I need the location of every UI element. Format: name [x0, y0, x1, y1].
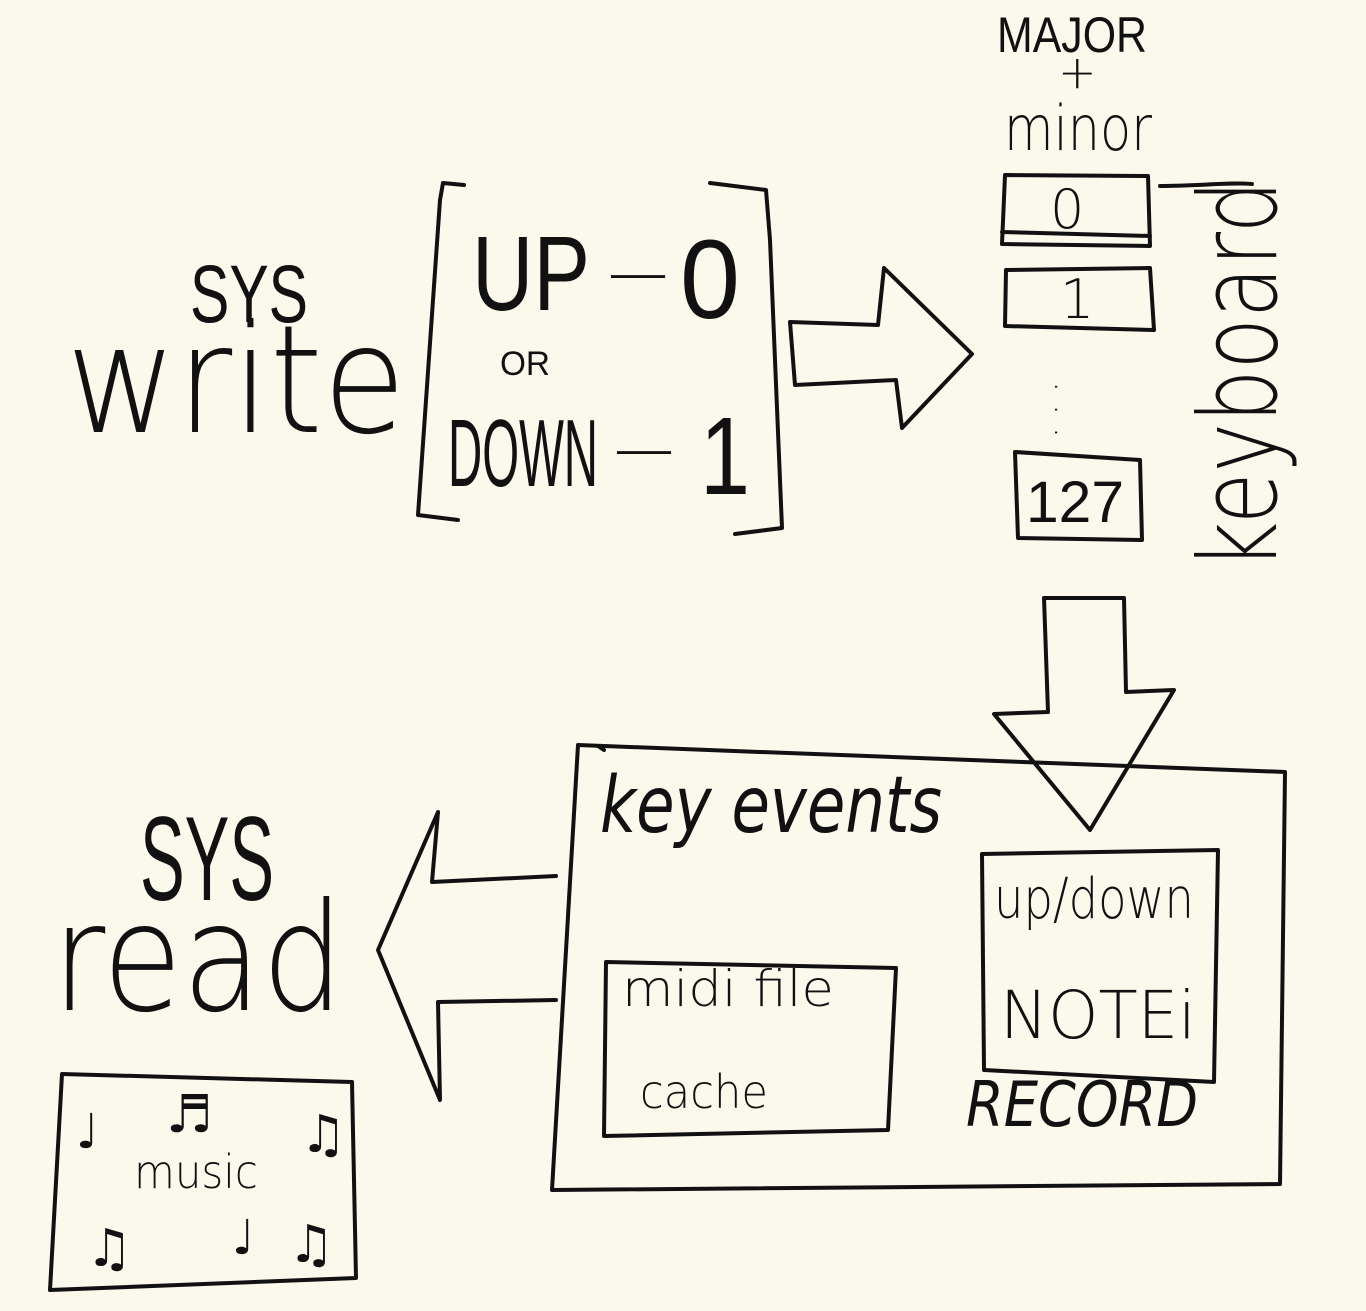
major-label: MAJOR	[997, 7, 1147, 63]
up-label: UP	[472, 215, 590, 333]
record-line2: NOTEi	[1000, 977, 1196, 1054]
up-value: 0	[680, 217, 740, 342]
key-0-label: 0	[1050, 178, 1084, 241]
record-line1: up/down	[994, 867, 1194, 932]
music-note-icon-3: ♫	[300, 1105, 347, 1165]
music-note-icon-6: ♫	[288, 1215, 335, 1275]
music-label: music	[134, 1145, 258, 1199]
plus-label: +	[1058, 45, 1097, 99]
read-section: SYS read music ♩ ♬ ♫ ♫ ♩ ♫	[48, 792, 558, 1292]
key-127-label: 127	[1026, 470, 1124, 535]
events-box-frame	[550, 743, 1287, 1192]
down-label: DOWN	[448, 400, 598, 507]
cache-line2: cache	[640, 1065, 768, 1119]
right-bracket	[708, 181, 784, 536]
down-value: 1	[700, 395, 750, 518]
key-box-127	[1013, 450, 1144, 542]
cache-box	[602, 960, 898, 1138]
or-label: OR	[500, 345, 550, 383]
events-title: key events	[600, 761, 942, 851]
record-label: RECORD	[966, 1068, 1198, 1141]
down-dash: —	[614, 407, 674, 489]
write-label: write	[66, 294, 406, 468]
cache-line1: midi file	[622, 960, 834, 1018]
minor-label: minor	[1004, 92, 1152, 165]
sys-write-label: SYS	[190, 249, 308, 340]
read-label: read	[52, 872, 344, 1046]
record-box	[980, 848, 1220, 1084]
music-box	[48, 1072, 358, 1292]
left-arrow	[376, 810, 558, 1102]
music-note-icon-4: ♫	[86, 1219, 133, 1279]
keyboard-label: keyboard	[1177, 180, 1302, 570]
left-bracket	[416, 181, 466, 522]
key-ellipsis: . . .	[1046, 381, 1087, 438]
key-box-1	[1003, 266, 1156, 332]
music-note-icon-5: ♩	[232, 1210, 255, 1266]
write-section: SYS write UP — 0 OR DOWN — 1	[66, 181, 974, 536]
down-arrow	[992, 596, 1176, 832]
sys-read-label: SYS	[140, 792, 274, 926]
keyboard-connector	[1158, 181, 1254, 188]
keyboard-section: MAJOR + minor 0 1 . . . 127 keyboard	[992, 7, 1302, 832]
music-note-icon-1: ♩	[76, 1104, 99, 1160]
up-dash: —	[608, 231, 668, 313]
key-box-0	[1000, 173, 1152, 248]
key-1-label: 1	[1060, 268, 1094, 331]
events-box: key events midi file cache up/down NOTEi…	[550, 743, 1287, 1192]
music-note-icon-2: ♬	[166, 1085, 213, 1145]
right-arrow	[788, 266, 974, 430]
